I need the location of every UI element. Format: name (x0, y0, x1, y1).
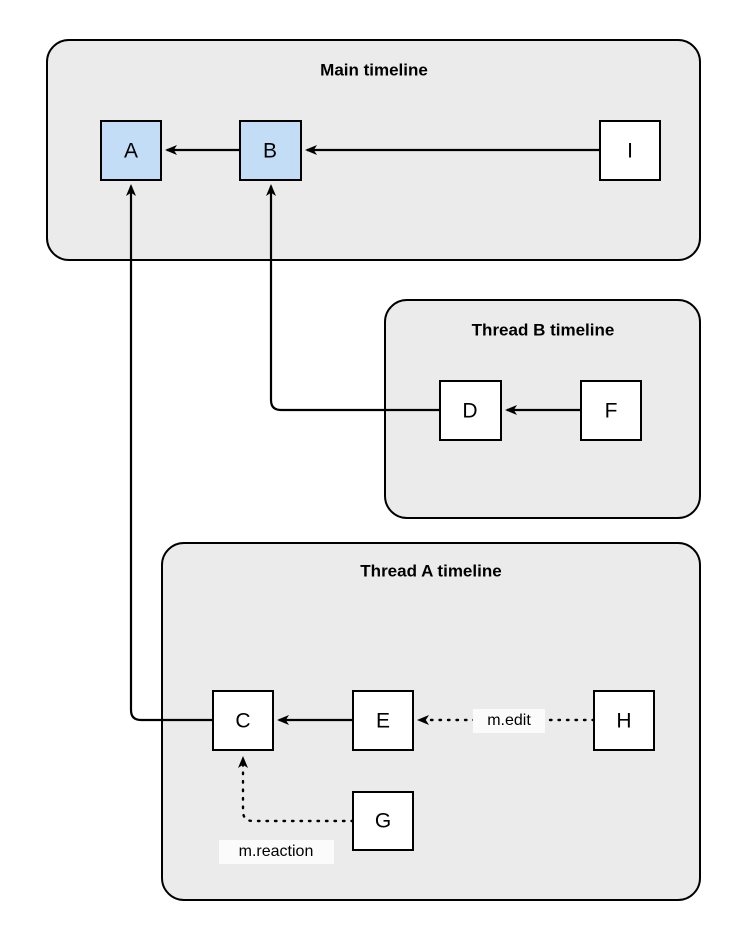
edge-label-m-reaction: m.reaction (239, 843, 314, 860)
edge-label-m-edit: m.edit (487, 712, 531, 729)
edge-label-m-edit-bg (473, 709, 545, 733)
node-g-rect[interactable] (352, 791, 414, 851)
node-f[interactable]: F (580, 380, 642, 441)
node-e-label: E (376, 710, 390, 733)
group-thread-a-timeline: Thread A timeline (161, 542, 701, 901)
node-c-label: C (235, 710, 250, 733)
node-d-label: D (462, 400, 477, 423)
node-d[interactable]: D (439, 380, 502, 441)
node-g-label: G (375, 810, 391, 833)
node-f-rect[interactable] (580, 380, 642, 441)
node-f-label: F (605, 400, 618, 423)
node-a-rect[interactable] (100, 120, 162, 181)
edge-label-m-reaction-bg (219, 840, 334, 864)
node-a-label: A (124, 140, 138, 163)
node-h-label: H (616, 710, 631, 733)
node-g[interactable]: G (352, 791, 414, 851)
node-h[interactable]: H (593, 690, 655, 751)
node-i[interactable]: I (599, 120, 661, 181)
node-b-label: B (263, 140, 277, 163)
node-h-rect[interactable] (593, 690, 655, 751)
node-b[interactable]: B (239, 120, 302, 181)
node-d-rect[interactable] (439, 380, 502, 441)
node-c[interactable]: C (212, 690, 274, 751)
group-thread-a-timeline-rect (161, 542, 701, 901)
node-e[interactable]: E (352, 690, 414, 751)
edge-labels-layer: m.edit m.reaction (219, 709, 545, 864)
edge-c-to-a (126, 184, 213, 722)
edge-d-to-b (266, 184, 440, 412)
node-b-rect[interactable] (239, 120, 302, 181)
node-e-rect[interactable] (352, 690, 414, 751)
group-main-timeline-title: Main timeline (320, 60, 428, 79)
group-thread-a-timeline-title: Thread A timeline (360, 561, 501, 580)
nodes-layer: A B I D F C (100, 120, 661, 851)
node-i-label: I (627, 140, 633, 163)
node-i-rect[interactable] (599, 120, 661, 181)
group-thread-b-timeline-title: Thread B timeline (472, 320, 615, 339)
node-c-rect[interactable] (212, 690, 274, 751)
node-a[interactable]: A (100, 120, 162, 181)
